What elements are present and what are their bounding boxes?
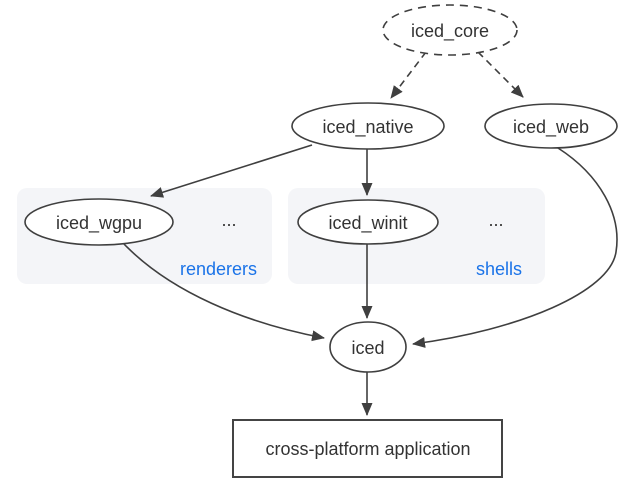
node-iced-core: iced_core — [382, 4, 518, 56]
node-iced-wgpu: iced_wgpu — [24, 198, 174, 246]
iced-label: iced — [351, 338, 384, 358]
node-iced: iced — [329, 321, 407, 373]
iced-winit-ellipse — [297, 199, 439, 245]
node-iced-web: iced_web — [484, 103, 618, 149]
iced-core-label: iced_core — [411, 21, 489, 42]
iced-ellipse — [329, 321, 407, 373]
shells-ellipsis: ... — [488, 210, 503, 230]
iced-native-label: iced_native — [322, 117, 413, 138]
iced-web-label: iced_web — [513, 117, 589, 138]
iced-winit-label: iced_winit — [328, 213, 407, 234]
edge-iced-core-to-iced-web — [477, 51, 524, 98]
edge-iced-native-to-iced-wgpu — [150, 144, 313, 198]
iced-native-ellipse — [291, 102, 445, 150]
shells-group-label: shells — [476, 259, 522, 279]
node-application: cross-platform application — [232, 419, 503, 478]
edge-iced-web-to-iced — [412, 147, 618, 348]
application-rect — [232, 419, 503, 478]
iced-wgpu-label: iced_wgpu — [56, 213, 142, 234]
iced-web-ellipse — [484, 103, 618, 149]
iced-wgpu-ellipse — [24, 198, 174, 246]
edge-iced-wgpu-to-iced — [122, 242, 325, 342]
renderers-ellipsis: ... — [221, 210, 236, 230]
edge-iced-core-to-iced-native — [390, 51, 427, 99]
iced-core-ellipse — [382, 4, 518, 56]
node-iced-native: iced_native — [291, 102, 445, 150]
application-label: cross-platform application — [265, 439, 470, 459]
renderers-group-label: renderers — [180, 259, 257, 279]
node-iced-winit: iced_winit — [297, 199, 439, 245]
